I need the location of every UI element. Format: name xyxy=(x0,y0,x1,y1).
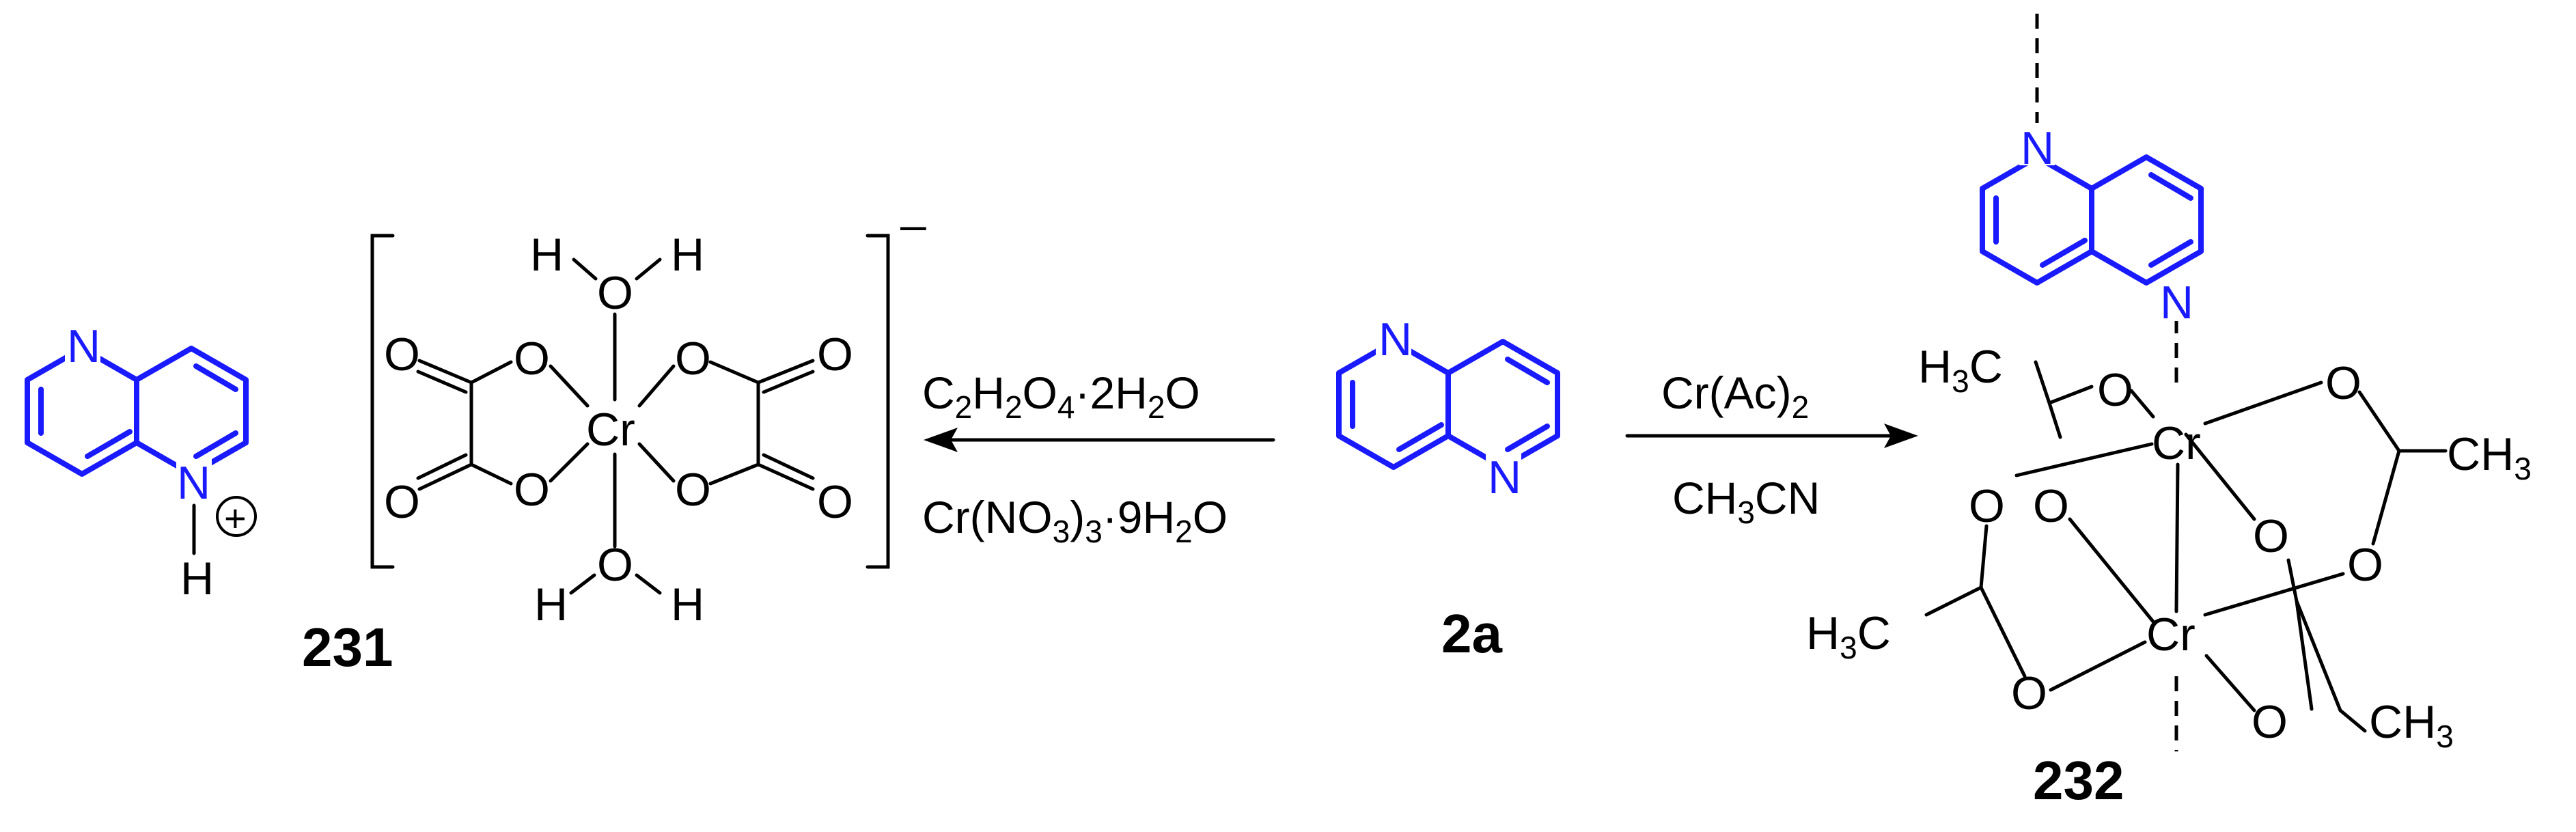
atom-h-label: H xyxy=(671,579,704,630)
chromium-oxalate-anion: – Cr O H H O H H O O O O O O O O xyxy=(370,199,926,630)
naphthyridine-2a: N N xyxy=(1336,314,1560,503)
compound-label-2a: 2a xyxy=(1441,603,1502,664)
atom-o-label: O xyxy=(2011,667,2047,719)
atom-o-label: O xyxy=(817,329,853,380)
compound-label-232: 232 xyxy=(2033,750,2124,811)
atom-o-label: O xyxy=(514,333,550,385)
right-reaction-arrow xyxy=(1625,424,1918,448)
methyl-label: H3C xyxy=(1918,341,2003,399)
right-reagent-top: Cr(Ac)2 xyxy=(1661,368,1809,425)
atom-o-label: O xyxy=(2347,539,2383,591)
atom-o-label: O xyxy=(817,476,853,528)
atom-cr-label: Cr xyxy=(2146,609,2196,661)
dichromium-acetate-complex: N N Cr Cr O O O O O O O O H3C CH3 H3C CH… xyxy=(1806,14,2532,754)
right-reagent-bottom: CH3CN xyxy=(1672,473,1820,530)
atom-n-label: N xyxy=(177,457,210,509)
charge-minus-label: – xyxy=(900,199,926,251)
atom-h-label: H xyxy=(671,229,704,281)
atom-o-label: O xyxy=(675,464,711,516)
atom-o-label: O xyxy=(597,267,633,319)
left-reagent-top: C2H2O4·2H2O xyxy=(922,368,1200,425)
left-reaction-arrow xyxy=(924,428,1275,452)
atom-n-label: N xyxy=(1488,452,1521,503)
atom-n-label: N xyxy=(67,320,100,372)
atom-o-label: O xyxy=(1969,480,2005,532)
atom-o-label: O xyxy=(384,329,420,380)
atom-h-label: H xyxy=(534,579,568,630)
charge-plus-label: + xyxy=(224,497,247,540)
methyl-label: CH3 xyxy=(2447,428,2532,486)
atom-o-label: O xyxy=(2325,357,2362,409)
atom-o-label: O xyxy=(2252,696,2288,748)
atom-o-label: O xyxy=(2033,480,2069,532)
left-reagent-bottom: Cr(NO3)3·9H2O xyxy=(922,492,1228,549)
naphthyridinium-cation: N N H + xyxy=(25,320,257,605)
atom-n-label: N xyxy=(1379,314,1412,365)
atom-o-label: O xyxy=(2253,510,2289,562)
atom-o-label: O xyxy=(514,464,550,516)
atom-o-label: O xyxy=(2097,364,2133,416)
atom-n-label: N xyxy=(2021,122,2054,174)
atom-o-label: O xyxy=(384,476,420,528)
atom-cr-label: Cr xyxy=(586,404,635,456)
compound-label-231: 231 xyxy=(302,617,393,678)
methyl-label: H3C xyxy=(1806,607,1891,665)
atom-o-label: O xyxy=(675,333,711,385)
atom-h-label: H xyxy=(530,229,564,281)
atom-h-label: H xyxy=(180,553,214,605)
methyl-label: CH3 xyxy=(2369,696,2454,754)
atom-n-label: N xyxy=(2160,277,2193,329)
atom-o-label: O xyxy=(597,539,633,591)
